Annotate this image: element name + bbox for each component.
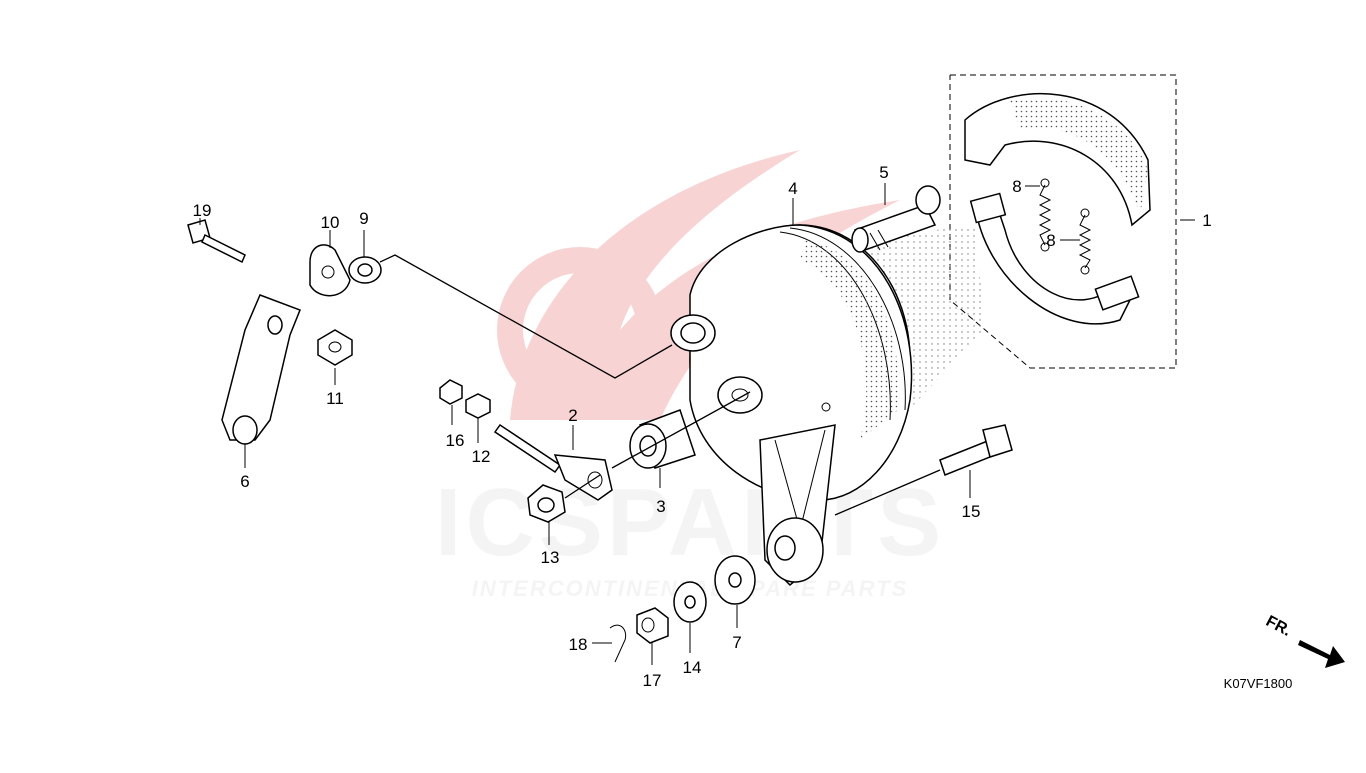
spring-lower: [1078, 208, 1092, 275]
callout-17: 17: [643, 671, 662, 690]
callout-10: 10: [321, 213, 340, 232]
nut-12: [465, 393, 491, 419]
brake-rod-joint: [553, 454, 613, 501]
callout-7: 7: [732, 633, 741, 652]
diagram-code: K07VF1800: [1224, 676, 1293, 691]
brake-arm: [221, 294, 301, 445]
callout-14: 14: [683, 658, 702, 677]
bolt-19: [187, 219, 246, 264]
callout-2: 2: [568, 406, 577, 425]
front-label: FR.: [1263, 613, 1294, 640]
bolt-15: [939, 424, 1013, 476]
callout-8-upper: 8: [1012, 177, 1021, 196]
watermark-brand: ICSPARTS: [435, 469, 945, 576]
callout-12: 12: [472, 447, 491, 466]
collar-3: [629, 409, 696, 469]
felt-seal: [348, 256, 382, 284]
nut-17: [636, 607, 669, 644]
adjust-rod: [493, 423, 562, 474]
brake-cam: [851, 185, 941, 253]
callout-8-lower: 8: [1046, 231, 1055, 250]
brake-panel: [670, 224, 985, 587]
front-arrow-icon: [1298, 640, 1345, 668]
callout-19: 19: [193, 201, 212, 220]
nut-16: [439, 379, 463, 405]
watermark-gear-logo: [497, 247, 663, 413]
callout-1: 1: [1202, 211, 1211, 230]
washer-14: [673, 581, 707, 623]
cotter-pin: [609, 624, 627, 663]
leader-lines: [199, 183, 1195, 665]
callout-5: 5: [879, 163, 888, 182]
nut-11: [317, 329, 353, 366]
indicator-plate: [309, 244, 351, 297]
brake-shoe-kit: [949, 74, 1177, 369]
washer-7: [714, 555, 756, 605]
callout-13: 13: [541, 548, 560, 567]
callout-9: 9: [359, 209, 368, 228]
callout-16: 16: [446, 431, 465, 450]
nut-13: [527, 484, 566, 523]
callout-6: 6: [240, 472, 249, 491]
callout-15: 15: [962, 502, 981, 521]
callout-11: 11: [326, 389, 344, 408]
callout-4: 4: [788, 179, 797, 198]
front-direction-indicator: FR.: [1263, 613, 1345, 668]
spring-upper: [1038, 178, 1052, 252]
assembly-lines: [379, 254, 941, 516]
callout-3: 3: [656, 497, 665, 516]
callout-18: 18: [569, 635, 588, 654]
callouts: 1 2 3 4 5 6 7 8 8 9 10 11 12 13 14 15 16…: [193, 163, 1212, 690]
